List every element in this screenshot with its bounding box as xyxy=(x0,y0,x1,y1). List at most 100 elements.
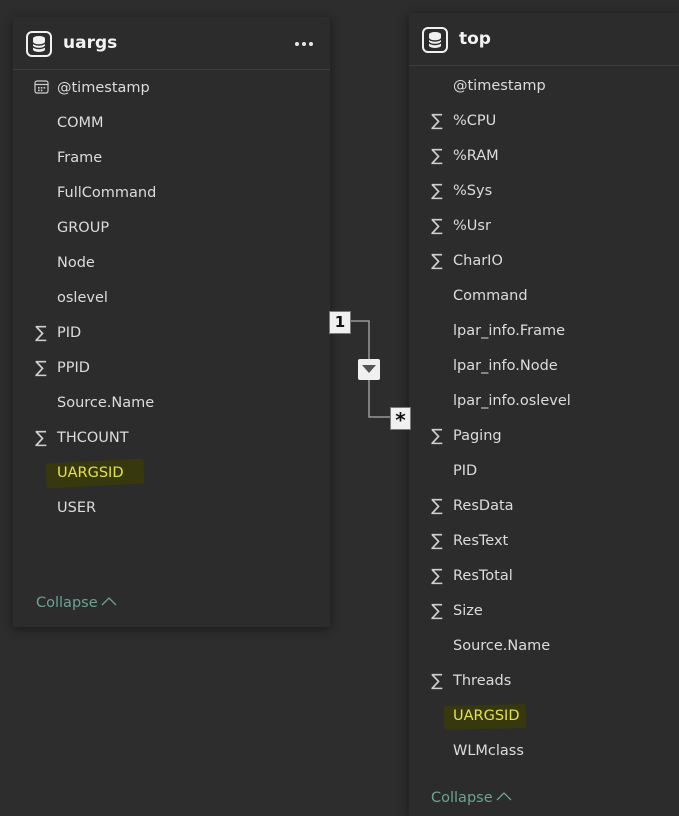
table-title: top xyxy=(459,29,491,49)
field-name: FullCommand xyxy=(57,185,157,201)
collapse-button[interactable]: Collapse xyxy=(431,790,512,806)
field-name: THCOUNT xyxy=(57,430,129,446)
field-name: GROUP xyxy=(57,220,110,236)
field-name: %Sys xyxy=(453,183,493,199)
field-row[interactable]: Source.Name xyxy=(13,387,330,422)
field-row[interactable]: ∑ ResData xyxy=(409,490,679,525)
field-name: Node xyxy=(57,255,95,271)
field-row[interactable]: USER xyxy=(13,492,330,527)
sigma-icon: ∑ xyxy=(35,428,47,448)
field-row[interactable]: Node xyxy=(13,247,330,282)
field-name: %Usr xyxy=(453,218,491,234)
field-row[interactable]: ∑ %Usr xyxy=(409,210,679,245)
field-row[interactable]: UARGSID xyxy=(409,700,679,735)
field-name: oslevel xyxy=(57,290,108,306)
field-name: PPID xyxy=(57,360,90,376)
sigma-icon: ∑ xyxy=(431,146,443,166)
sigma-icon: ∑ xyxy=(431,531,443,551)
field-list: @timestamp ∑ %CPU ∑ %RAM ∑ %Sys ∑ %Usr ∑ CharIO Com… xyxy=(409,70,679,770)
table-header: top xyxy=(409,13,679,66)
field-row[interactable]: PID xyxy=(409,455,679,490)
sigma-icon: ∑ xyxy=(431,426,443,446)
table-card-top[interactable]: top @timestamp ∑ %CPU ∑ %RAM ∑ %Sys ∑ %Usr ∑ CharI… xyxy=(409,13,679,816)
field-name: @timestamp xyxy=(453,78,546,94)
field-row[interactable]: ∑ Size xyxy=(409,595,679,630)
field-row[interactable]: ∑ THCOUNT xyxy=(13,422,330,457)
cardinality-one-badge: 1 xyxy=(329,311,351,334)
database-icon xyxy=(422,27,448,53)
field-row[interactable]: WLMclass xyxy=(409,735,679,770)
sigma-icon: ∑ xyxy=(431,181,443,201)
field-name: %CPU xyxy=(453,113,497,129)
sigma-icon: ∑ xyxy=(431,496,443,516)
database-icon xyxy=(26,31,52,57)
field-row[interactable]: lpar_info.Node xyxy=(409,350,679,385)
field-name: %RAM xyxy=(453,148,499,164)
field-name: Command xyxy=(453,288,528,304)
field-name: Paging xyxy=(453,428,502,444)
field-name: Frame xyxy=(57,150,103,166)
field-name: lpar_info.Frame xyxy=(453,323,566,339)
field-row[interactable]: lpar_info.Frame xyxy=(409,315,679,350)
field-name: Source.Name xyxy=(453,638,551,654)
sigma-icon: ∑ xyxy=(431,601,443,621)
table-title: uargs xyxy=(63,33,118,53)
field-row[interactable]: Command xyxy=(409,280,679,315)
field-name: ResData xyxy=(453,498,514,514)
field-name: UARGSID xyxy=(57,465,124,481)
field-row[interactable]: lpar_info.oslevel xyxy=(409,385,679,420)
field-row[interactable]: @timestamp xyxy=(13,72,330,107)
field-row[interactable]: COMM xyxy=(13,107,330,142)
sigma-icon: ∑ xyxy=(431,216,443,236)
field-name: USER xyxy=(57,500,97,516)
field-row[interactable]: Source.Name xyxy=(409,630,679,665)
field-name: Threads xyxy=(453,673,512,689)
field-row[interactable]: ∑ Paging xyxy=(409,420,679,455)
field-row[interactable]: ∑ ResText xyxy=(409,525,679,560)
field-row[interactable]: ∑ CharIO xyxy=(409,245,679,280)
sigma-icon: ∑ xyxy=(35,323,47,343)
field-row[interactable]: ∑ ResTotal xyxy=(409,560,679,595)
field-name: ResText xyxy=(453,533,509,549)
field-row[interactable]: ∑ %RAM xyxy=(409,140,679,175)
field-row[interactable]: Frame xyxy=(13,142,330,177)
sigma-icon: ∑ xyxy=(431,566,443,586)
field-name: @timestamp xyxy=(57,80,150,96)
table-header: uargs xyxy=(13,17,330,70)
field-row[interactable]: ∑ PID xyxy=(13,317,330,352)
field-name: PID xyxy=(57,325,82,341)
sigma-icon: ∑ xyxy=(35,358,47,378)
field-row[interactable]: ∑ Threads xyxy=(409,665,679,700)
field-row[interactable]: ∑ %CPU xyxy=(409,105,679,140)
collapse-label: Collapse xyxy=(36,595,98,611)
field-row[interactable]: GROUP xyxy=(13,212,330,247)
field-name: UARGSID xyxy=(453,708,520,724)
field-row[interactable]: FullCommand xyxy=(13,177,330,212)
field-name: COMM xyxy=(57,115,104,131)
field-name: lpar_info.oslevel xyxy=(453,393,571,409)
sigma-icon: ∑ xyxy=(431,111,443,131)
collapse-label: Collapse xyxy=(431,790,493,806)
field-row[interactable]: ∑ %Sys xyxy=(409,175,679,210)
field-row[interactable]: @timestamp xyxy=(409,70,679,105)
cross-filter-direction-icon[interactable] xyxy=(358,359,380,380)
calendar-icon xyxy=(32,79,50,97)
field-row[interactable]: oslevel xyxy=(13,282,330,317)
collapse-button[interactable]: Collapse xyxy=(36,595,117,611)
sigma-icon: ∑ xyxy=(431,251,443,271)
chevron-up-icon xyxy=(101,596,117,605)
field-name: lpar_info.Node xyxy=(453,358,558,374)
field-name: WLMclass xyxy=(453,743,524,759)
sigma-icon: ∑ xyxy=(431,671,443,691)
field-name: CharIO xyxy=(453,253,503,269)
field-row[interactable]: ∑ PPID xyxy=(13,352,330,387)
chevron-up-icon xyxy=(496,791,512,800)
field-row[interactable]: UARGSID xyxy=(13,457,330,492)
more-options-icon[interactable] xyxy=(294,41,314,47)
field-name: Source.Name xyxy=(57,395,155,411)
field-name: Size xyxy=(453,603,483,619)
field-name: ResTotal xyxy=(453,568,513,584)
field-name: PID xyxy=(453,463,478,479)
